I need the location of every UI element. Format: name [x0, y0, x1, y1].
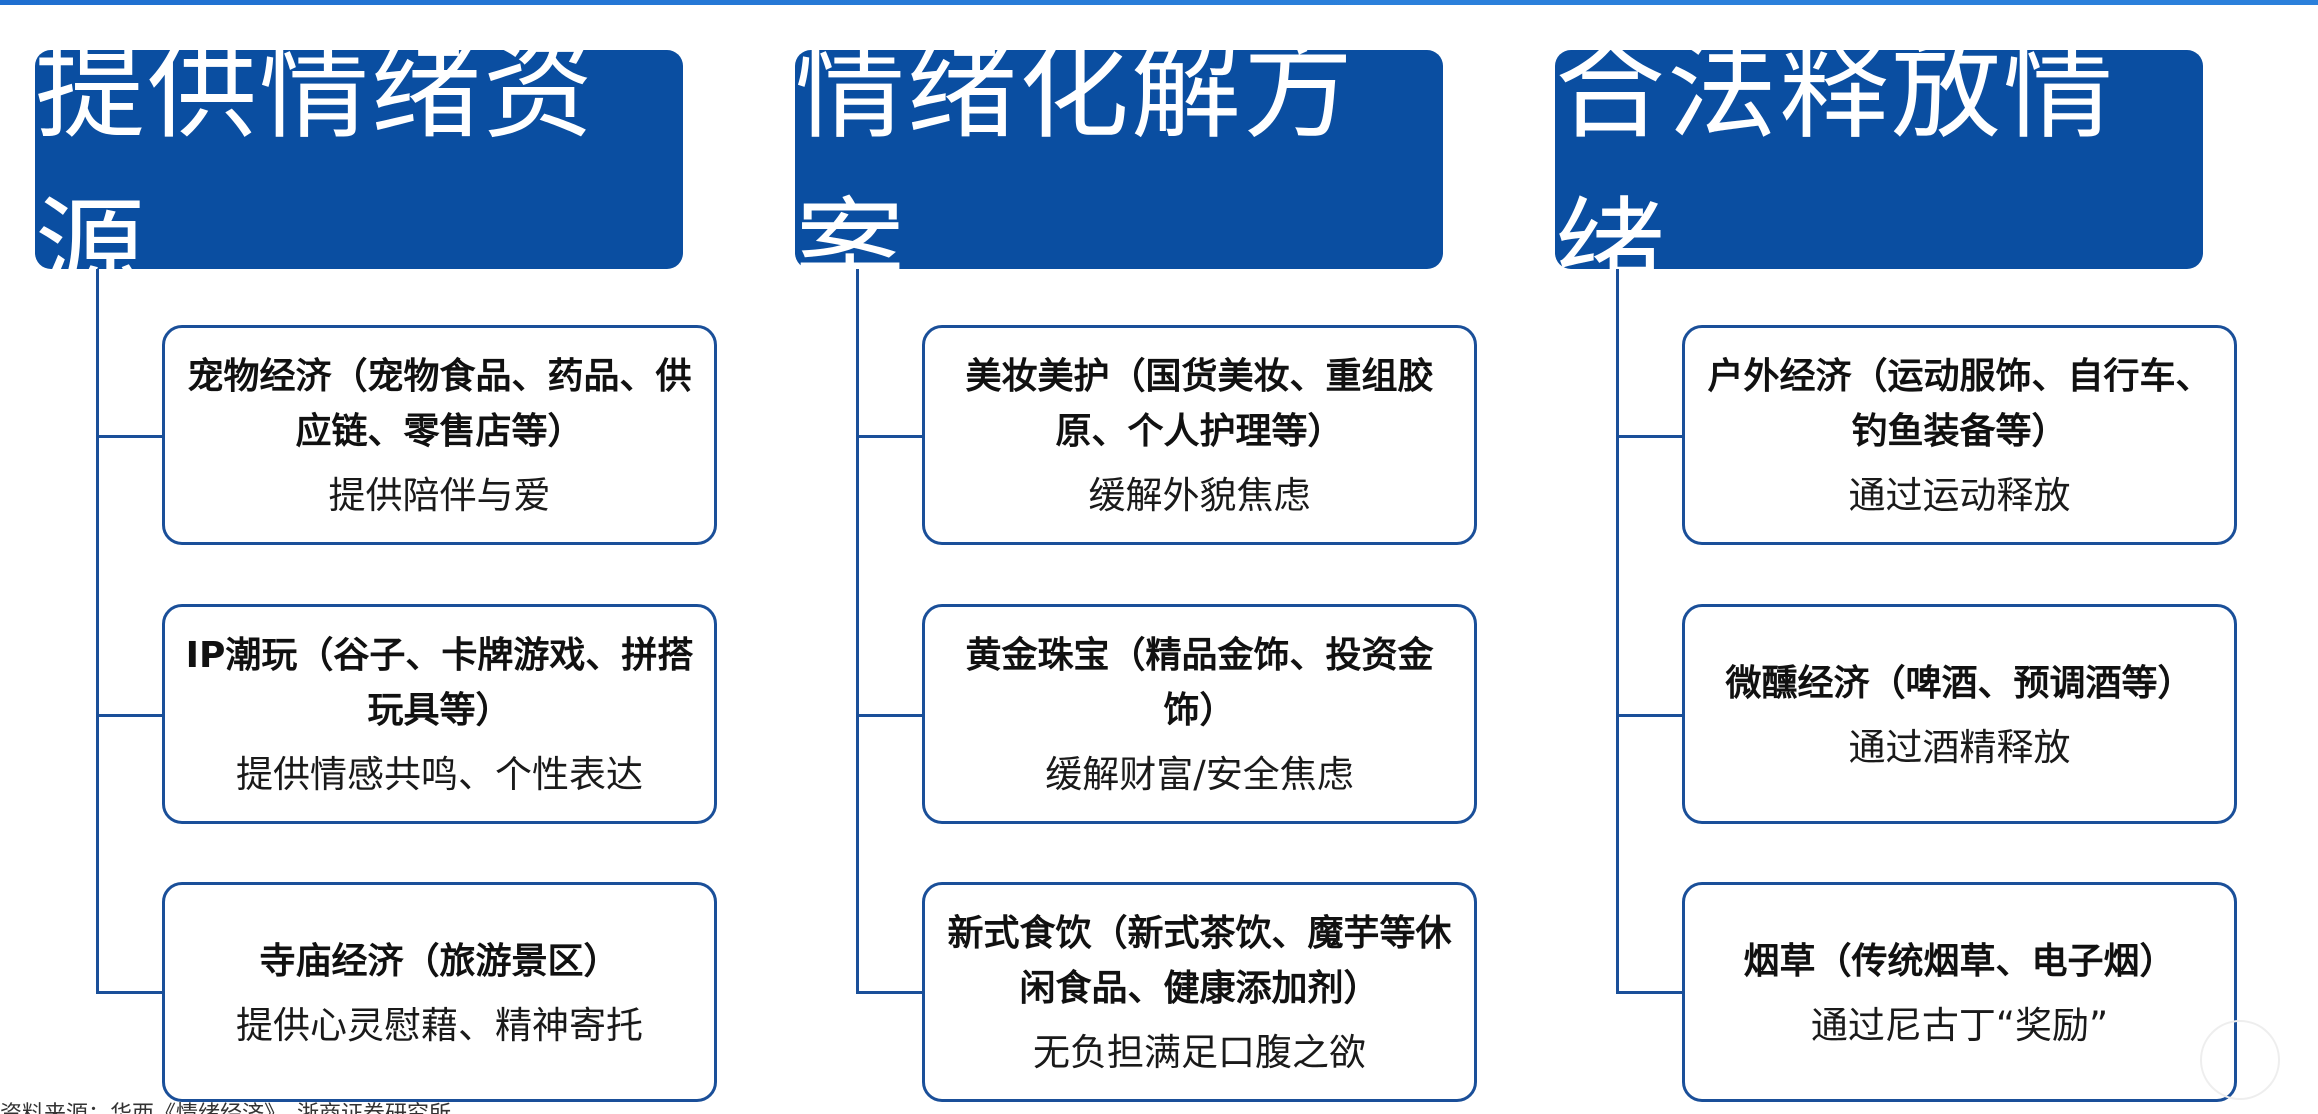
card-new-food-beverage: 新式食饮（新式茶饮、魔芋等休闲食品、健康添加剂） 无负担满足口腹之欲 — [922, 882, 1477, 1102]
connector-trunk — [856, 269, 859, 993]
card-desc: 通过尼古丁“奖励” — [1810, 1003, 2109, 1047]
header-provide-emotional-resources: 提供情绪资源 — [35, 26, 683, 314]
connector-branch — [96, 435, 162, 438]
card-pet-economy: 宠物经济（宠物食品、药品、供应链、零售店等） 提供陪伴与爱 — [162, 325, 717, 545]
connector-branch — [1616, 435, 1682, 438]
card-desc: 缓解外貌焦虑 — [1088, 474, 1311, 517]
header-legal-emotion-release: 合法释放情绪 — [1555, 26, 2203, 314]
connector-branch — [856, 435, 922, 438]
card-outdoor-economy: 户外经济（运动服饰、自行车、钓鱼装备等） 通过运动释放 — [1682, 325, 2237, 545]
card-desc: 通过运动释放 — [1848, 474, 2071, 517]
top-accent-rule — [0, 0, 2318, 5]
card-desc: 提供陪伴与爱 — [328, 474, 551, 517]
card-title: 新式食饮（新式茶饮、魔芋等休闲食品、健康添加剂） — [947, 913, 1452, 1009]
connector-trunk — [1616, 269, 1619, 993]
header-emotion-resolution: 情绪化解方案 — [795, 26, 1443, 314]
card-title: 寺庙经济（旅游景区） — [259, 940, 620, 982]
connector-branch — [856, 714, 922, 717]
connector-branch — [1616, 714, 1682, 717]
card-temple-economy: 寺庙经济（旅游景区） 提供心灵慰藉、精神寄托 — [162, 882, 717, 1102]
connector-branch — [96, 991, 162, 994]
card-title: 微醺经济（啤酒、预调酒等） — [1725, 662, 2194, 704]
connector-branch — [856, 991, 922, 994]
card-title: 宠物经济（宠物食品、药品、供应链、零售店等） — [187, 356, 692, 452]
source-note: 资料来源：华西《情绪经济》，浙商证券研究所 — [0, 1100, 451, 1114]
card-beauty-care: 美妆美护（国货美妆、重组胶原、个人护理等） 缓解外貌焦虑 — [922, 325, 1477, 545]
connector-branch — [1616, 991, 1682, 994]
card-desc: 提供心灵慰藉、精神寄托 — [236, 1003, 643, 1047]
card-ip-toys: IP潮玩（谷子、卡牌游戏、拼搭玩具等） 提供情感共鸣、个性表达 — [162, 604, 717, 824]
card-desc: 无负担满足口腹之欲 — [1033, 1031, 1366, 1074]
card-title: IP潮玩（谷子、卡牌游戏、拼搭玩具等） — [185, 635, 694, 731]
card-title: 户外经济（运动服饰、自行车、钓鱼装备等） — [1707, 356, 2212, 452]
card-desc: 通过酒精释放 — [1848, 725, 2071, 769]
card-title: 烟草（传统烟草、电子烟） — [1743, 940, 2176, 982]
connector-branch — [96, 714, 162, 717]
corner-watermark — [2200, 1020, 2280, 1100]
card-desc: 提供情感共鸣、个性表达 — [236, 753, 643, 796]
card-tobacco: 烟草（传统烟草、电子烟） 通过尼古丁“奖励” — [1682, 882, 2237, 1102]
card-gold-jewelry: 黄金珠宝（精品金饰、投资金饰） 缓解财富/安全焦虑 — [922, 604, 1477, 824]
card-title: 黄金珠宝（精品金饰、投资金饰） — [965, 635, 1434, 731]
card-tipsy-economy: 微醺经济（啤酒、预调酒等） 通过酒精释放 — [1682, 604, 2237, 824]
card-desc: 缓解财富/安全焦虑 — [1045, 753, 1354, 796]
card-title: 美妆美护（国货美妆、重组胶原、个人护理等） — [965, 356, 1434, 452]
connector-trunk — [96, 269, 99, 993]
